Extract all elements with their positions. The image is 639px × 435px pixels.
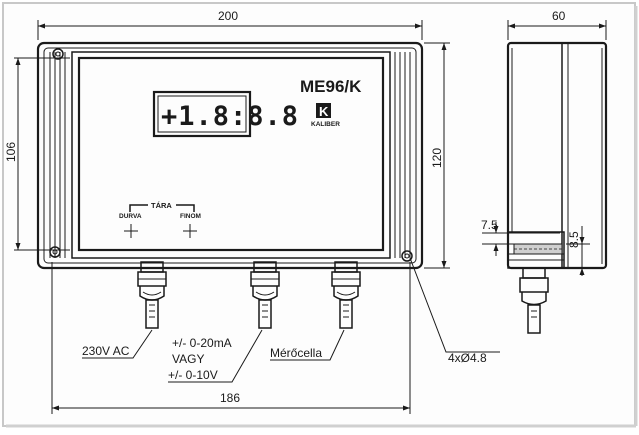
callout-mount-holes: 4xØ4.8 [409, 257, 500, 365]
power-label: 230V AC [82, 344, 130, 358]
mount-holes-label: 4xØ4.8 [448, 351, 487, 365]
tara-left-label: DURVA [119, 213, 142, 220]
tara-left-button [124, 224, 138, 238]
front-panel [71, 51, 391, 259]
dimension-offset-side: 7.5 [481, 218, 560, 256]
cable-gland-load-cell [331, 261, 361, 329]
height-inner-value: 106 [4, 142, 18, 162]
callout-output: +/- 0-20mA VAGY +/- 0-10V [168, 329, 263, 383]
dimension-depth: 60 [507, 9, 607, 40]
offset-vertical-value: 8.5 [567, 231, 581, 248]
load-cell-label: Mérőcella [270, 346, 322, 360]
side-mount-detail [507, 231, 565, 269]
output-or-label: VAGY [172, 352, 204, 366]
page-frame [2, 2, 636, 427]
side-cable-gland [519, 267, 549, 334]
housing-ribs-left [49, 52, 66, 258]
output-current-label: +/- 0-20mA [172, 336, 232, 350]
dimension-hole-spacing: 186 [51, 262, 411, 414]
hole-spacing-value: 186 [220, 391, 240, 405]
dimension-height-outer: 120 [424, 42, 450, 269]
dimension-width: 200 [37, 9, 423, 40]
callout-power: 230V AC [82, 329, 153, 359]
depth-value: 60 [552, 9, 566, 23]
tara-right-label: FINOM [180, 213, 201, 220]
tara-group: TÁRA DURVA FINOM [119, 201, 201, 238]
dimension-offset-vertical: 8.5 [566, 226, 590, 276]
callout-load-cell: Mérőcella [270, 329, 345, 361]
tara-title: TÁRA [151, 201, 172, 210]
mount-hole-top-left [52, 48, 64, 60]
display-readout: +1.8:8.8 [161, 101, 299, 132]
mount-hole-bottom-right [401, 250, 413, 262]
height-outer-value: 120 [430, 148, 444, 168]
housing-outer [36, 41, 424, 270]
model-label: ME96/K [300, 77, 362, 96]
side-view [506, 41, 608, 334]
output-voltage-label: +/- 0-10V [168, 368, 218, 382]
front-view: +1.8:8.8 ME96/K K KALIBER TÁRA DURVA FIN… [36, 41, 424, 329]
display-window [152, 90, 252, 138]
tara-right-button [183, 224, 197, 238]
brand-name: KALIBER [311, 121, 340, 128]
cable-gland-output [250, 261, 280, 329]
brand-logo: K [316, 103, 331, 119]
offset-side-value: 7.5 [481, 218, 498, 232]
dimension-height-inner: 106 [4, 57, 70, 251]
housing-ribs-right [394, 52, 411, 258]
logo-letter: K [319, 104, 329, 119]
cable-gland-power [137, 261, 167, 329]
front-panel-inner [77, 56, 385, 252]
width-value: 200 [218, 9, 238, 23]
